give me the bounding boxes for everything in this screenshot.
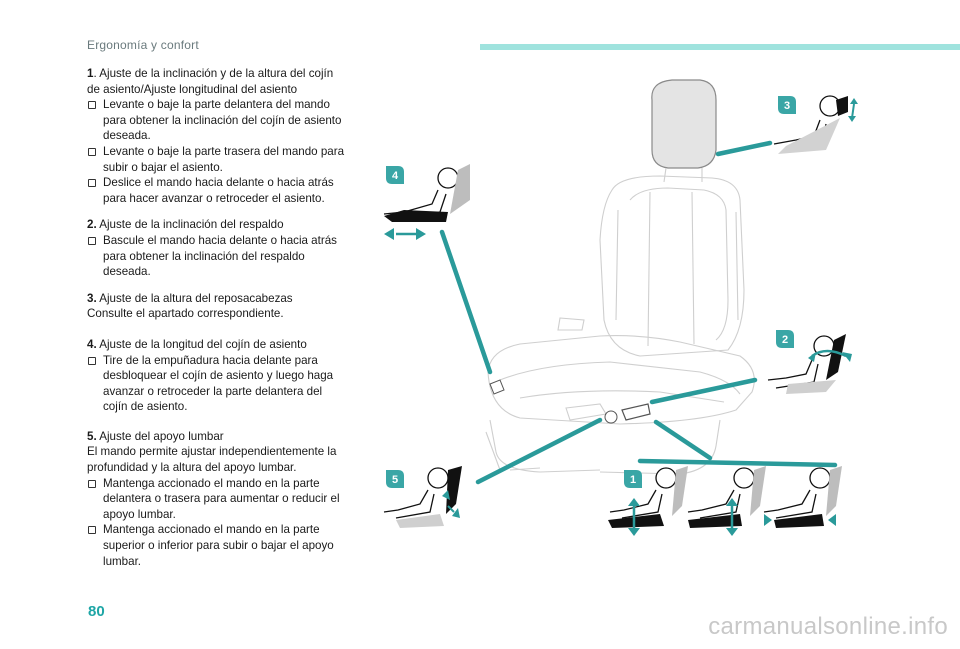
section-4-number: 4.: [87, 337, 97, 351]
bullet-icon: [88, 356, 96, 365]
callout-badge-3: 3: [778, 96, 796, 114]
section-2-number: 2.: [87, 218, 97, 232]
section-1: 1. Ajuste de la inclinación y de la altu…: [87, 66, 349, 206]
callout-badge-1: 1: [624, 470, 642, 488]
bullet-icon: [88, 236, 96, 245]
svg-text:1: 1: [630, 474, 636, 486]
seat-drawing: [485, 79, 755, 475]
bullet-icon: [88, 147, 96, 156]
bullet-icon: [88, 479, 96, 488]
section-header-title: Ergonomía y confort: [87, 38, 199, 52]
svg-text:4: 4: [392, 170, 399, 182]
callout-badge-5: 5: [386, 470, 404, 488]
bullet-icon: [88, 101, 96, 110]
svg-text:5: 5: [392, 474, 398, 486]
seat-control-icon: [621, 403, 651, 421]
pictogram-4-cushion-length: [383, 164, 470, 240]
pictogram-2-backrest-tilt: [767, 334, 852, 394]
bullet-icon: [88, 526, 96, 535]
section-1-title: . Ajuste de la inclinación y de la altur…: [87, 67, 334, 96]
section-1-bullet: Deslice el mando hacia delante o hacia a…: [87, 175, 349, 206]
section-4-bullet: Tire de la empuñadura hacia delante para…: [87, 353, 349, 415]
section-5-title: Ajuste del apoyo lumbar: [96, 429, 224, 443]
section-3-body: Consulte el apartado correspondiente.: [87, 307, 284, 321]
section-5-number: 5.: [87, 429, 97, 443]
section-2-title: Ajuste de la inclinación del respaldo: [96, 218, 284, 232]
callout-badge-2: 2: [776, 330, 794, 348]
leader-lines: [439, 140, 838, 485]
section-3: 3. Ajuste de la altura del reposacabezas…: [87, 291, 349, 322]
pictogram-1-seat-height: [687, 466, 766, 536]
callout-badge-4: 4: [386, 166, 404, 184]
pictogram-1-cushion-tilt: [608, 466, 688, 536]
section-5-body: El mando permite ajustar independienteme…: [87, 445, 337, 475]
section-5-bullet: Mantenga accionado el mando en la parte …: [87, 522, 349, 569]
pictogram-5-lumbar: [383, 466, 462, 528]
section-3-title: Ajuste de la altura del reposacabezas: [96, 291, 293, 305]
seat-illustration: 3 4 2 5 1: [383, 79, 858, 536]
instructions-column: 1. Ajuste de la inclinación y de la altu…: [87, 66, 349, 580]
section-2-bullet: Bascule el mando hacia delante o hacia a…: [87, 233, 349, 280]
section-3-number: 3.: [87, 291, 97, 305]
lumbar-knob-icon: [604, 410, 618, 424]
section-2: 2. Ajuste de la inclinación del respaldo…: [87, 217, 349, 279]
section-1-bullet: Levante o baje la parte delantera del ma…: [87, 97, 349, 144]
section-1-number: 1: [87, 67, 94, 80]
section-5-bullet: Mantenga accionado el mando en la parte …: [87, 476, 349, 523]
svg-text:2: 2: [782, 334, 788, 346]
section-4-title: Ajuste de la longitud del cojín de asien…: [96, 337, 307, 351]
svg-text:3: 3: [784, 100, 790, 112]
watermark: carmanualsonline.info: [708, 613, 948, 640]
pictogram-3-headrest: [773, 95, 858, 154]
section-5: 5. Ajuste del apoyo lumbar El mando perm…: [87, 429, 349, 569]
pictogram-1-seat-slide: [763, 466, 842, 528]
bullet-icon: [88, 179, 96, 188]
header-accent-bar: [480, 44, 960, 50]
page-number: 80: [88, 603, 105, 620]
cushion-lever-icon: [489, 379, 505, 395]
section-4: 4. Ajuste de la longitud del cojín de as…: [87, 337, 349, 415]
section-1-bullet: Levante o baje la parte trasera del mand…: [87, 144, 349, 175]
